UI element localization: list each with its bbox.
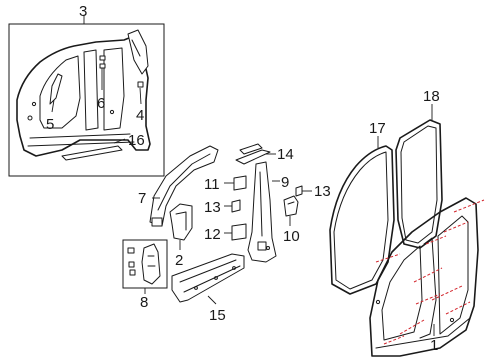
- patch-11: [233, 175, 247, 191]
- callout-2: 2: [175, 252, 183, 269]
- callout-4: 4: [136, 107, 144, 124]
- callout-15: 15: [209, 307, 226, 324]
- callout-11: 11: [204, 176, 220, 193]
- patch-12: [231, 223, 247, 241]
- cut-lines: [375, 199, 485, 345]
- callout-18: 18: [423, 88, 440, 105]
- body-side-outer-1: [369, 197, 479, 357]
- b-pillar-9: [247, 161, 277, 263]
- callout-14: 14: [277, 146, 294, 163]
- assembly-3-frame: [8, 23, 165, 177]
- bracket-10: [283, 195, 299, 217]
- clip-13-right: [295, 185, 303, 197]
- callout-10: 10: [283, 228, 300, 245]
- callout-5: 5: [46, 116, 54, 133]
- callout-13-left: 13: [204, 199, 221, 216]
- patch-13-left: [231, 199, 241, 213]
- front-weatherstrip-17: [329, 145, 395, 295]
- callout-12: 12: [204, 226, 221, 243]
- bracket-2: [169, 203, 193, 241]
- callout-13-right: 13: [314, 183, 331, 200]
- callout-16: 16: [128, 132, 145, 149]
- reinforcement-kit-8: [127, 243, 161, 285]
- callout-6: 6: [97, 95, 105, 112]
- side-panel-assembly: [16, 29, 151, 161]
- rocker-15: [171, 253, 245, 303]
- a-pillar-reinforcement: [149, 145, 219, 227]
- roof-rail-14: [235, 143, 271, 165]
- callout-3: 3: [79, 3, 87, 20]
- rear-weatherstrip-18: [395, 119, 443, 249]
- callout-9: 9: [281, 174, 289, 191]
- callout-8: 8: [140, 294, 148, 311]
- callout-7: 7: [138, 190, 146, 207]
- callout-1: 1: [430, 337, 438, 354]
- callout-17: 17: [369, 120, 386, 137]
